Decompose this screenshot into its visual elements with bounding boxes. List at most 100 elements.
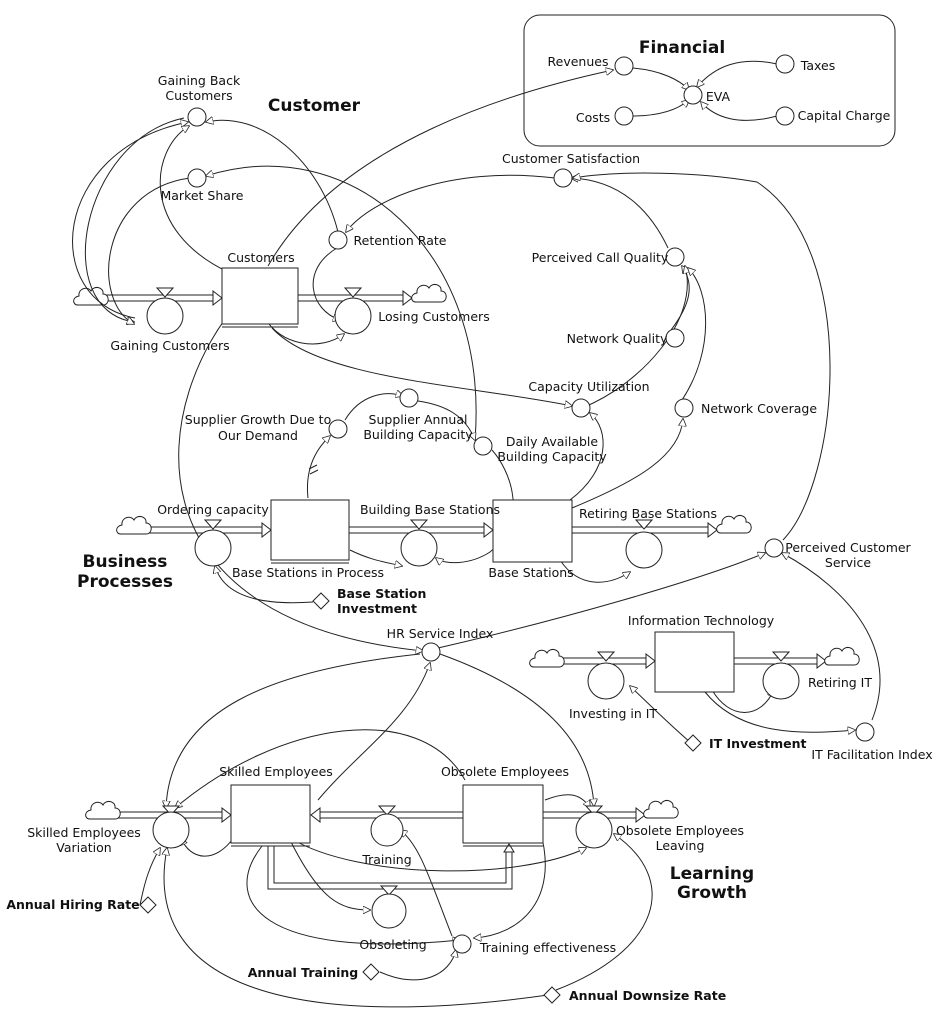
aux-daily-available-building-capacity[interactable]: Daily Available Building Capacity xyxy=(473,434,607,464)
delay-mark xyxy=(308,464,319,475)
stock-customers[interactable]: Customers xyxy=(221,250,299,328)
aux-label: Supplier Growth Due to xyxy=(185,412,331,427)
aux-label: Revenues xyxy=(548,54,609,69)
flow-obsolete-employees-leaving[interactable]: Obsolete Employees Leaving xyxy=(575,805,744,853)
sector-title-business-2: Processes xyxy=(77,572,173,592)
const-it-investment[interactable]: IT Investment xyxy=(684,734,807,752)
sector-title-learning-2: Growth xyxy=(677,883,747,903)
aux-perceived-customer-service[interactable]: Perceived Customer Service xyxy=(764,538,912,570)
aux-perceived-call-quality[interactable]: Perceived Call Quality xyxy=(532,247,685,267)
cloud-icon xyxy=(116,515,152,535)
const-annual-downsize-rate[interactable]: Annual Downsize Rate xyxy=(543,986,726,1004)
flow-label: Skilled Employees xyxy=(27,825,141,840)
aux-gaining-back-customers[interactable]: Gaining Back Customers xyxy=(158,73,241,127)
const-label: Investment xyxy=(337,601,417,616)
aux-label: Service xyxy=(825,555,872,570)
financial-sector: Financial xyxy=(523,14,896,147)
flow-retiring-it[interactable]: Retiring IT xyxy=(762,651,872,700)
aux-label: Network Coverage xyxy=(701,401,817,416)
flow-label: Losing Customers xyxy=(378,309,489,324)
aux-label: Customers xyxy=(165,88,232,103)
aux-label: Perceived Customer xyxy=(785,540,911,555)
aux-it-facilitation-index[interactable]: IT Facilitation Index xyxy=(811,722,933,762)
aux-label: Our Demand xyxy=(218,428,298,443)
aux-label: Capital Charge xyxy=(798,108,891,123)
aux-label: Market Share xyxy=(160,188,243,203)
aux-label: Training effectiveness xyxy=(479,940,616,955)
flow-label: Gaining Customers xyxy=(110,338,229,353)
flow-investing-in-it[interactable]: Investing in IT xyxy=(569,651,657,721)
stock-skilled-employees[interactable]: Skilled Employees xyxy=(219,764,333,847)
flow-label: Building Base Stations xyxy=(360,502,500,517)
stock-label: Base Stations in Process xyxy=(232,565,384,580)
aux-network-coverage[interactable]: Network Coverage xyxy=(674,398,817,418)
const-label: Base Station xyxy=(337,586,426,601)
sector-title-learning-1: Learning xyxy=(670,864,754,884)
aux-revenues[interactable]: Revenues xyxy=(548,54,634,76)
aux-hr-service-index[interactable]: HR Service Index xyxy=(387,626,494,662)
aux-label: Network Quality xyxy=(567,331,668,346)
aux-network-quality[interactable]: Network Quality xyxy=(567,328,685,348)
flow-label: Ordering capacity xyxy=(157,502,269,517)
flow-building-base-stations[interactable]: Building Base Stations xyxy=(360,502,500,567)
aux-label: Capacity Utilization xyxy=(528,379,649,394)
const-annual-hiring-rate[interactable]: Annual Hiring Rate xyxy=(6,896,157,914)
aux-label: Supplier Annual xyxy=(369,412,468,427)
aux-capacity-utilization[interactable]: Capacity Utilization xyxy=(528,379,650,418)
stock-obsolete-employees[interactable]: Obsolete Employees xyxy=(441,764,569,847)
aux-label: Building Capacity xyxy=(363,427,473,442)
flow-training[interactable]: Training xyxy=(361,805,412,867)
flow-label: Investing in IT xyxy=(569,706,657,721)
stock-base-stations[interactable]: Base Stations xyxy=(488,499,574,580)
aux-label: Taxes xyxy=(800,58,835,73)
aux-label: EVA xyxy=(706,89,731,104)
cloud-icon xyxy=(716,514,752,534)
sector-title-financial: Financial xyxy=(639,38,725,58)
aux-label: Building Capacity xyxy=(497,449,607,464)
aux-label: Gaining Back xyxy=(158,73,241,88)
aux-costs[interactable]: Costs xyxy=(576,106,634,126)
stock-label: Skilled Employees xyxy=(219,764,333,779)
aux-capital-charge[interactable]: Capital Charge xyxy=(775,106,891,126)
const-base-station-investment[interactable]: Base Station Investment xyxy=(312,586,426,616)
flow-label: Retiring Base Stations xyxy=(579,506,717,521)
aux-retention-rate[interactable]: Retention Rate xyxy=(328,230,447,250)
const-label: IT Investment xyxy=(709,736,807,751)
flow-retiring-base-stations[interactable]: Retiring Base Stations xyxy=(579,506,717,569)
aux-supplier-growth-due-to-our-demand[interactable]: Supplier Growth Due to Our Demand xyxy=(185,412,348,443)
const-annual-training[interactable]: Annual Training xyxy=(248,963,380,981)
stock-label: Obsolete Employees xyxy=(441,764,569,779)
flow-label: Obsoleting xyxy=(359,937,426,952)
aux-training-effectiveness[interactable]: Training effectiveness xyxy=(452,934,616,955)
aux-supplier-annual-building-capacity[interactable]: Supplier Annual Building Capacity xyxy=(363,388,473,442)
stock-information-technology[interactable]: Information Technology xyxy=(628,613,775,693)
cloud-icon xyxy=(529,648,565,668)
flow-losing-customers[interactable]: Losing Customers xyxy=(334,287,490,335)
stock-label: Base Stations xyxy=(488,565,573,580)
cloud-icon xyxy=(85,800,121,820)
aux-label: IT Facilitation Index xyxy=(811,747,932,762)
const-label: Annual Hiring Rate xyxy=(6,897,139,912)
flow-ordering-capacity[interactable]: Ordering capacity xyxy=(157,502,269,567)
flow-label: Variation xyxy=(56,840,111,855)
cloud-icon xyxy=(643,799,679,819)
aux-label: HR Service Index xyxy=(387,626,494,641)
aux-label: Costs xyxy=(576,110,610,125)
aux-eva[interactable]: EVA xyxy=(683,85,731,105)
sector-title-business-1: Business xyxy=(83,552,168,572)
aux-customer-satisfaction[interactable]: Customer Satisfaction xyxy=(502,151,640,188)
aux-label: Customer Satisfaction xyxy=(502,151,640,166)
aux-label: Daily Available xyxy=(506,434,598,449)
flow-gaining-customers[interactable]: Gaining Customers xyxy=(110,287,230,353)
stock-label: Customers xyxy=(227,250,294,265)
stock-label: Information Technology xyxy=(628,613,775,628)
flow-label: Obsolete Employees xyxy=(616,823,744,838)
aux-label: Retention Rate xyxy=(354,233,447,248)
flow-obsoleting[interactable]: Obsoleting xyxy=(359,885,427,952)
flow-skilled-employees-variation[interactable]: Skilled Employees Variation xyxy=(27,805,190,855)
aux-label: Perceived Call Quality xyxy=(532,250,669,265)
aux-market-share[interactable]: Market Share xyxy=(160,168,244,203)
aux-taxes[interactable]: Taxes xyxy=(775,54,835,74)
stock-base-stations-in-process[interactable]: Base Stations in Process xyxy=(232,499,384,580)
